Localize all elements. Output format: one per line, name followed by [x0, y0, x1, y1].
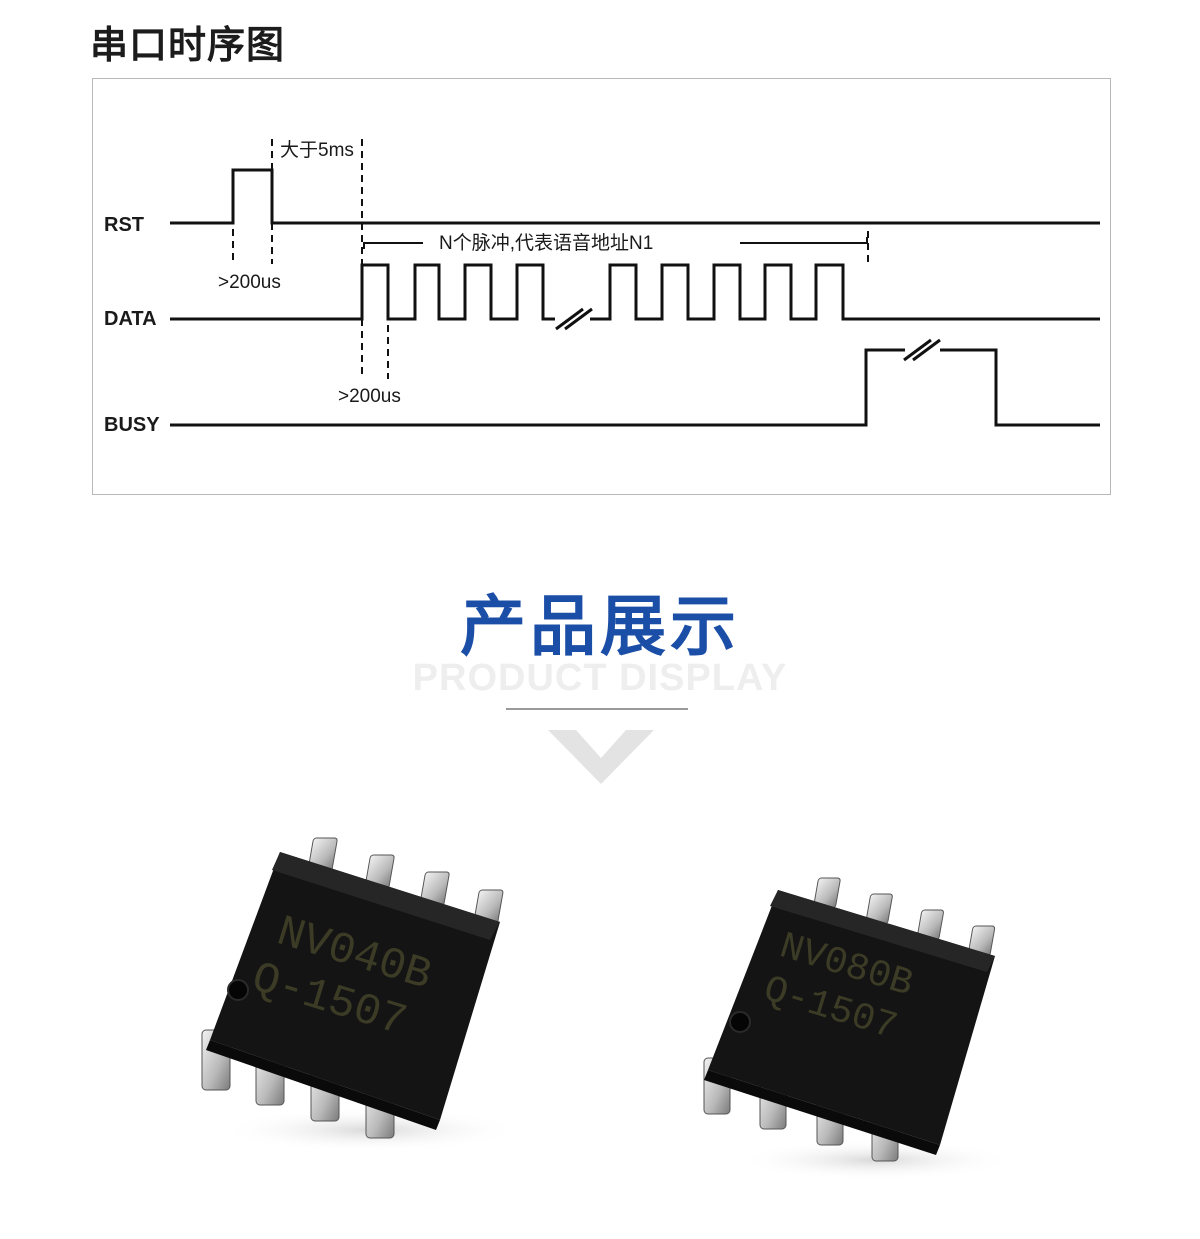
rst-label: RST [104, 214, 144, 236]
data-pulse-width-label: >200us [338, 386, 401, 407]
product-chip-1: NV040B Q-1507 [190, 830, 530, 1164]
data-label: DATA [104, 308, 157, 330]
chip-1-pin1-dot [227, 979, 249, 1001]
chip-2-top-pins [813, 877, 996, 957]
chevron-down-icon [548, 730, 654, 784]
data-break-mark-1 [555, 307, 584, 331]
pulse-span-right [740, 237, 868, 244]
data-waveform-part1 [170, 263, 555, 321]
chip-image-1: NV040B Q-1507 [201, 837, 520, 1152]
product-display-subtitle: PRODUCT DISPLAY [412, 657, 788, 699]
timing-diagram: RST DATA BUSY 大于5ms >200us >200us N个脉冲,代… [92, 78, 1111, 495]
rst-pulse-width-label: >200us [218, 272, 281, 293]
busy-waveform-part2 [940, 348, 1100, 427]
section-title: 串口时序图 [90, 23, 286, 67]
busy-waveform-part1 [170, 348, 905, 427]
product-chip-2: NV080B Q-1507 [700, 870, 1020, 1194]
busy-label: BUSY [104, 414, 160, 436]
pulse-span-left [363, 242, 423, 249]
product-display-title: 产品展示 [460, 588, 740, 665]
title-divider [506, 708, 688, 710]
pulse-description: N个脉冲,代表语音地址N1 [439, 232, 653, 254]
chip-2-pin1-dot [729, 1011, 751, 1033]
data-waveform-part2 [590, 263, 1100, 321]
timing-diagram-canvas: RST DATA BUSY 大于5ms >200us >200us N个脉冲,代… [104, 139, 1100, 436]
busy-break-mark-1 [903, 338, 932, 362]
gt-5ms-label: 大于5ms [280, 139, 354, 161]
busy-break-mark-2 [912, 338, 941, 362]
chip-image-2: NV080B Q-1507 [703, 877, 1015, 1180]
data-break-mark-2 [564, 307, 593, 331]
rst-waveform [170, 168, 1100, 225]
